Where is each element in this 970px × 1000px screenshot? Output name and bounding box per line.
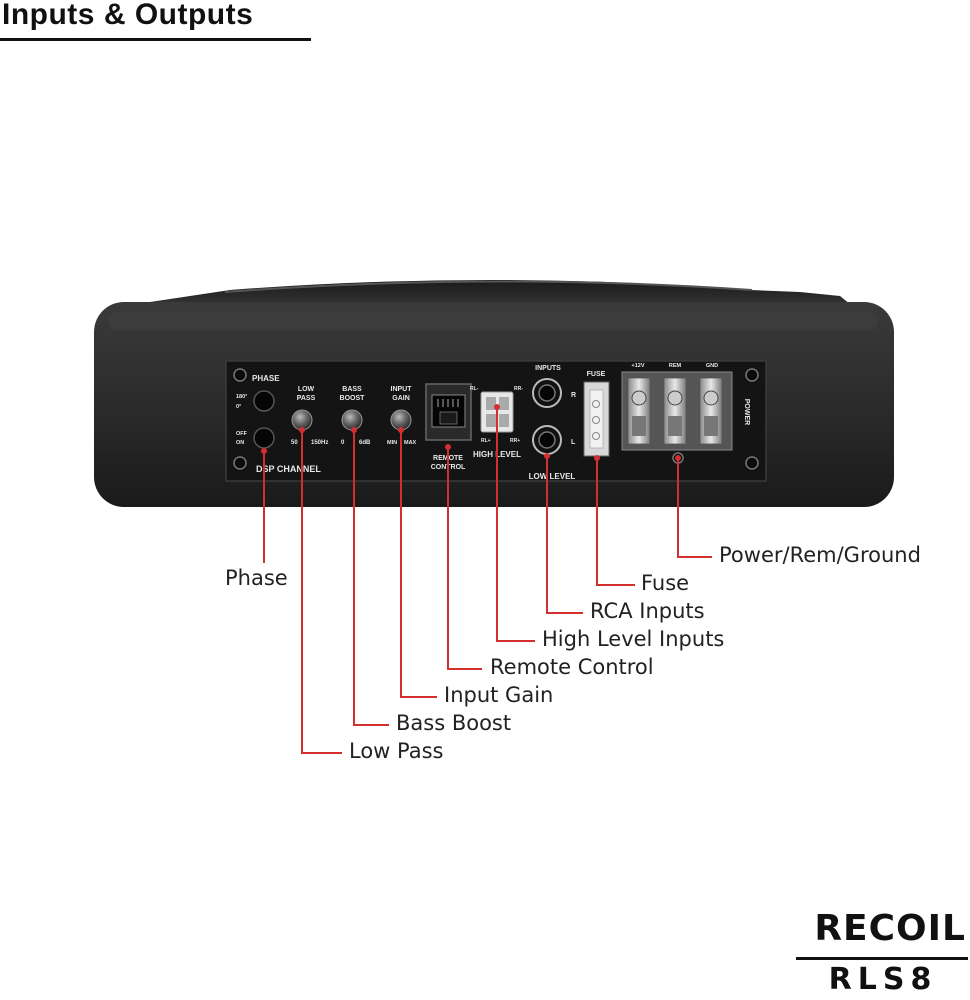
dsp-channel-switch[interactable] bbox=[253, 427, 275, 449]
svg-text:150Hz: 150Hz bbox=[311, 440, 328, 446]
svg-text:RL-: RL- bbox=[470, 386, 479, 392]
svg-text:R: R bbox=[571, 392, 576, 399]
svg-text:LOW: LOW bbox=[298, 386, 315, 393]
power-terminal-block[interactable] bbox=[621, 371, 733, 451]
callout-rca-inputs: RCA Inputs bbox=[590, 599, 705, 623]
model-name: RLS8 bbox=[828, 962, 938, 997]
title-underline bbox=[0, 38, 311, 41]
callout-power: Power/Rem/Ground bbox=[719, 543, 921, 567]
remote-control-jack[interactable] bbox=[425, 383, 472, 441]
bass-boost-knob[interactable] bbox=[341, 409, 363, 431]
callout-phase: Phase bbox=[225, 566, 288, 590]
panel-screws bbox=[233, 368, 759, 470]
callout-remote-control: Remote Control bbox=[490, 655, 654, 679]
svg-text:180°: 180° bbox=[236, 394, 247, 400]
svg-text:MAX: MAX bbox=[404, 440, 417, 446]
brand-divider bbox=[796, 957, 968, 960]
svg-text:MIN: MIN bbox=[387, 440, 397, 446]
svg-text:BASS: BASS bbox=[342, 386, 362, 393]
svg-text:6dB: 6dB bbox=[359, 440, 371, 446]
svg-text:0: 0 bbox=[341, 440, 345, 446]
svg-text:PASS: PASS bbox=[297, 395, 316, 402]
dsp-channel-label: DSP CHANNEL bbox=[256, 464, 321, 474]
svg-text:RR-: RR- bbox=[514, 386, 523, 392]
speaker-grille bbox=[150, 280, 850, 304]
svg-text:ON: ON bbox=[236, 440, 244, 446]
svg-text:RL+: RL+ bbox=[481, 438, 491, 444]
svg-text:POWER: POWER bbox=[743, 399, 750, 425]
page-title: Inputs & Outputs bbox=[2, 0, 254, 31]
svg-text:GND: GND bbox=[706, 363, 718, 369]
rca-input-right[interactable] bbox=[532, 378, 562, 408]
brand-logo: RECOIL bbox=[814, 908, 966, 949]
svg-text:FUSE: FUSE bbox=[587, 371, 606, 378]
callout-high-level-inputs: High Level Inputs bbox=[542, 627, 725, 651]
svg-text:50: 50 bbox=[291, 440, 298, 446]
callout-dots bbox=[261, 404, 681, 461]
callout-lines bbox=[263, 407, 712, 754]
svg-text:+12V: +12V bbox=[632, 363, 645, 369]
svg-text:REM: REM bbox=[669, 363, 682, 369]
callout-low-pass: Low Pass bbox=[349, 739, 444, 763]
svg-text:GAIN: GAIN bbox=[392, 395, 410, 402]
svg-text:INPUT: INPUT bbox=[391, 386, 413, 393]
fuse[interactable] bbox=[583, 381, 610, 457]
svg-text:L: L bbox=[571, 439, 576, 446]
callout-bass-boost: Bass Boost bbox=[396, 711, 512, 735]
phase-label: PHASE bbox=[252, 374, 280, 383]
callout-fuse: Fuse bbox=[641, 571, 690, 595]
svg-text:BOOST: BOOST bbox=[340, 395, 366, 402]
svg-text:INPUTS: INPUTS bbox=[535, 365, 561, 372]
svg-text:LOW LEVEL: LOW LEVEL bbox=[529, 472, 576, 481]
svg-text:OFF: OFF bbox=[236, 431, 248, 437]
svg-text:0°: 0° bbox=[236, 404, 241, 410]
phase-switch[interactable] bbox=[253, 390, 275, 412]
svg-text:RR+: RR+ bbox=[510, 438, 520, 444]
rca-input-left[interactable] bbox=[532, 425, 562, 455]
callout-input-gain: Input Gain bbox=[444, 683, 554, 707]
